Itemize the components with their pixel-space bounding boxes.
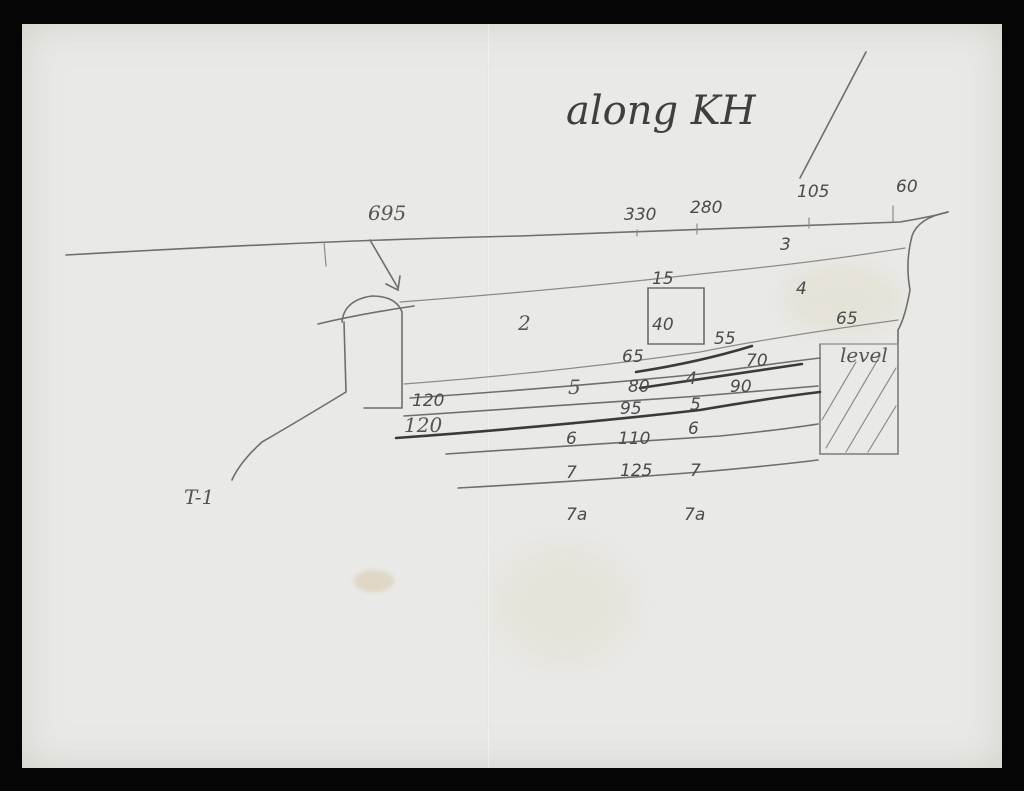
- sample-square: [647, 287, 705, 345]
- depth-label: 80: [628, 377, 650, 397]
- layer-boundary: [403, 319, 899, 385]
- layer-boundary: [399, 247, 906, 303]
- depth-label: 120: [404, 413, 442, 437]
- layer-number: 5: [568, 375, 581, 399]
- paper-stain: [354, 570, 394, 592]
- layer-number: 2: [517, 311, 531, 335]
- layer-boundary: [457, 459, 819, 489]
- datum-ticks: [323, 205, 894, 267]
- layer-number: 7a: [684, 505, 705, 525]
- marker-label: 60: [896, 177, 918, 197]
- layer-number: 3: [780, 235, 791, 255]
- depth-label: 120: [412, 391, 444, 411]
- hatched-block: [819, 343, 899, 455]
- datum-line: [65, 211, 949, 256]
- layer-boundary: [403, 385, 819, 417]
- paper-stain: [494, 544, 634, 664]
- depth-label: 95: [620, 399, 642, 419]
- layer-number: 6: [566, 429, 577, 449]
- sketch-paper: [22, 24, 1002, 768]
- title-slash: [799, 51, 867, 179]
- depth-label: 125: [620, 461, 652, 481]
- layer-boundary: [409, 357, 821, 399]
- left-slope: [231, 321, 347, 481]
- layer-boundary-heavy: [394, 390, 822, 440]
- layer-boundary-heavy: [634, 344, 754, 374]
- right-edge: [819, 211, 949, 455]
- sketch-title: along KH: [566, 88, 757, 134]
- feature-label-right: level: [840, 343, 888, 367]
- layer-number: 7: [566, 463, 577, 483]
- marker-label: 105: [797, 182, 829, 202]
- layer-number: 4: [686, 369, 697, 389]
- feature-label-left: T-1: [184, 485, 214, 509]
- marker-label: 280: [690, 198, 722, 218]
- arrow-icon: [369, 239, 401, 292]
- left-wall: [341, 295, 403, 409]
- layer-number: 7a: [566, 505, 587, 525]
- layer-number: 4: [796, 279, 807, 299]
- depth-label: 15: [652, 269, 674, 289]
- layer-boundary-heavy: [638, 362, 804, 390]
- layer-number: 5: [690, 395, 701, 415]
- depth-label: 65: [622, 347, 644, 367]
- layer-number: 6: [688, 419, 699, 439]
- depth-label: 70: [746, 351, 768, 371]
- depth-label: 65: [836, 309, 858, 329]
- depth-label: 90: [730, 377, 752, 397]
- layer-number: 7: [690, 461, 701, 481]
- marker-label: 695: [368, 201, 406, 225]
- depth-label: 110: [618, 429, 650, 449]
- layer-boundary: [445, 423, 819, 455]
- cap-line: [317, 305, 415, 325]
- depth-label: 40: [652, 315, 674, 335]
- depth-label: 55: [714, 329, 736, 349]
- marker-label: 330: [624, 205, 656, 225]
